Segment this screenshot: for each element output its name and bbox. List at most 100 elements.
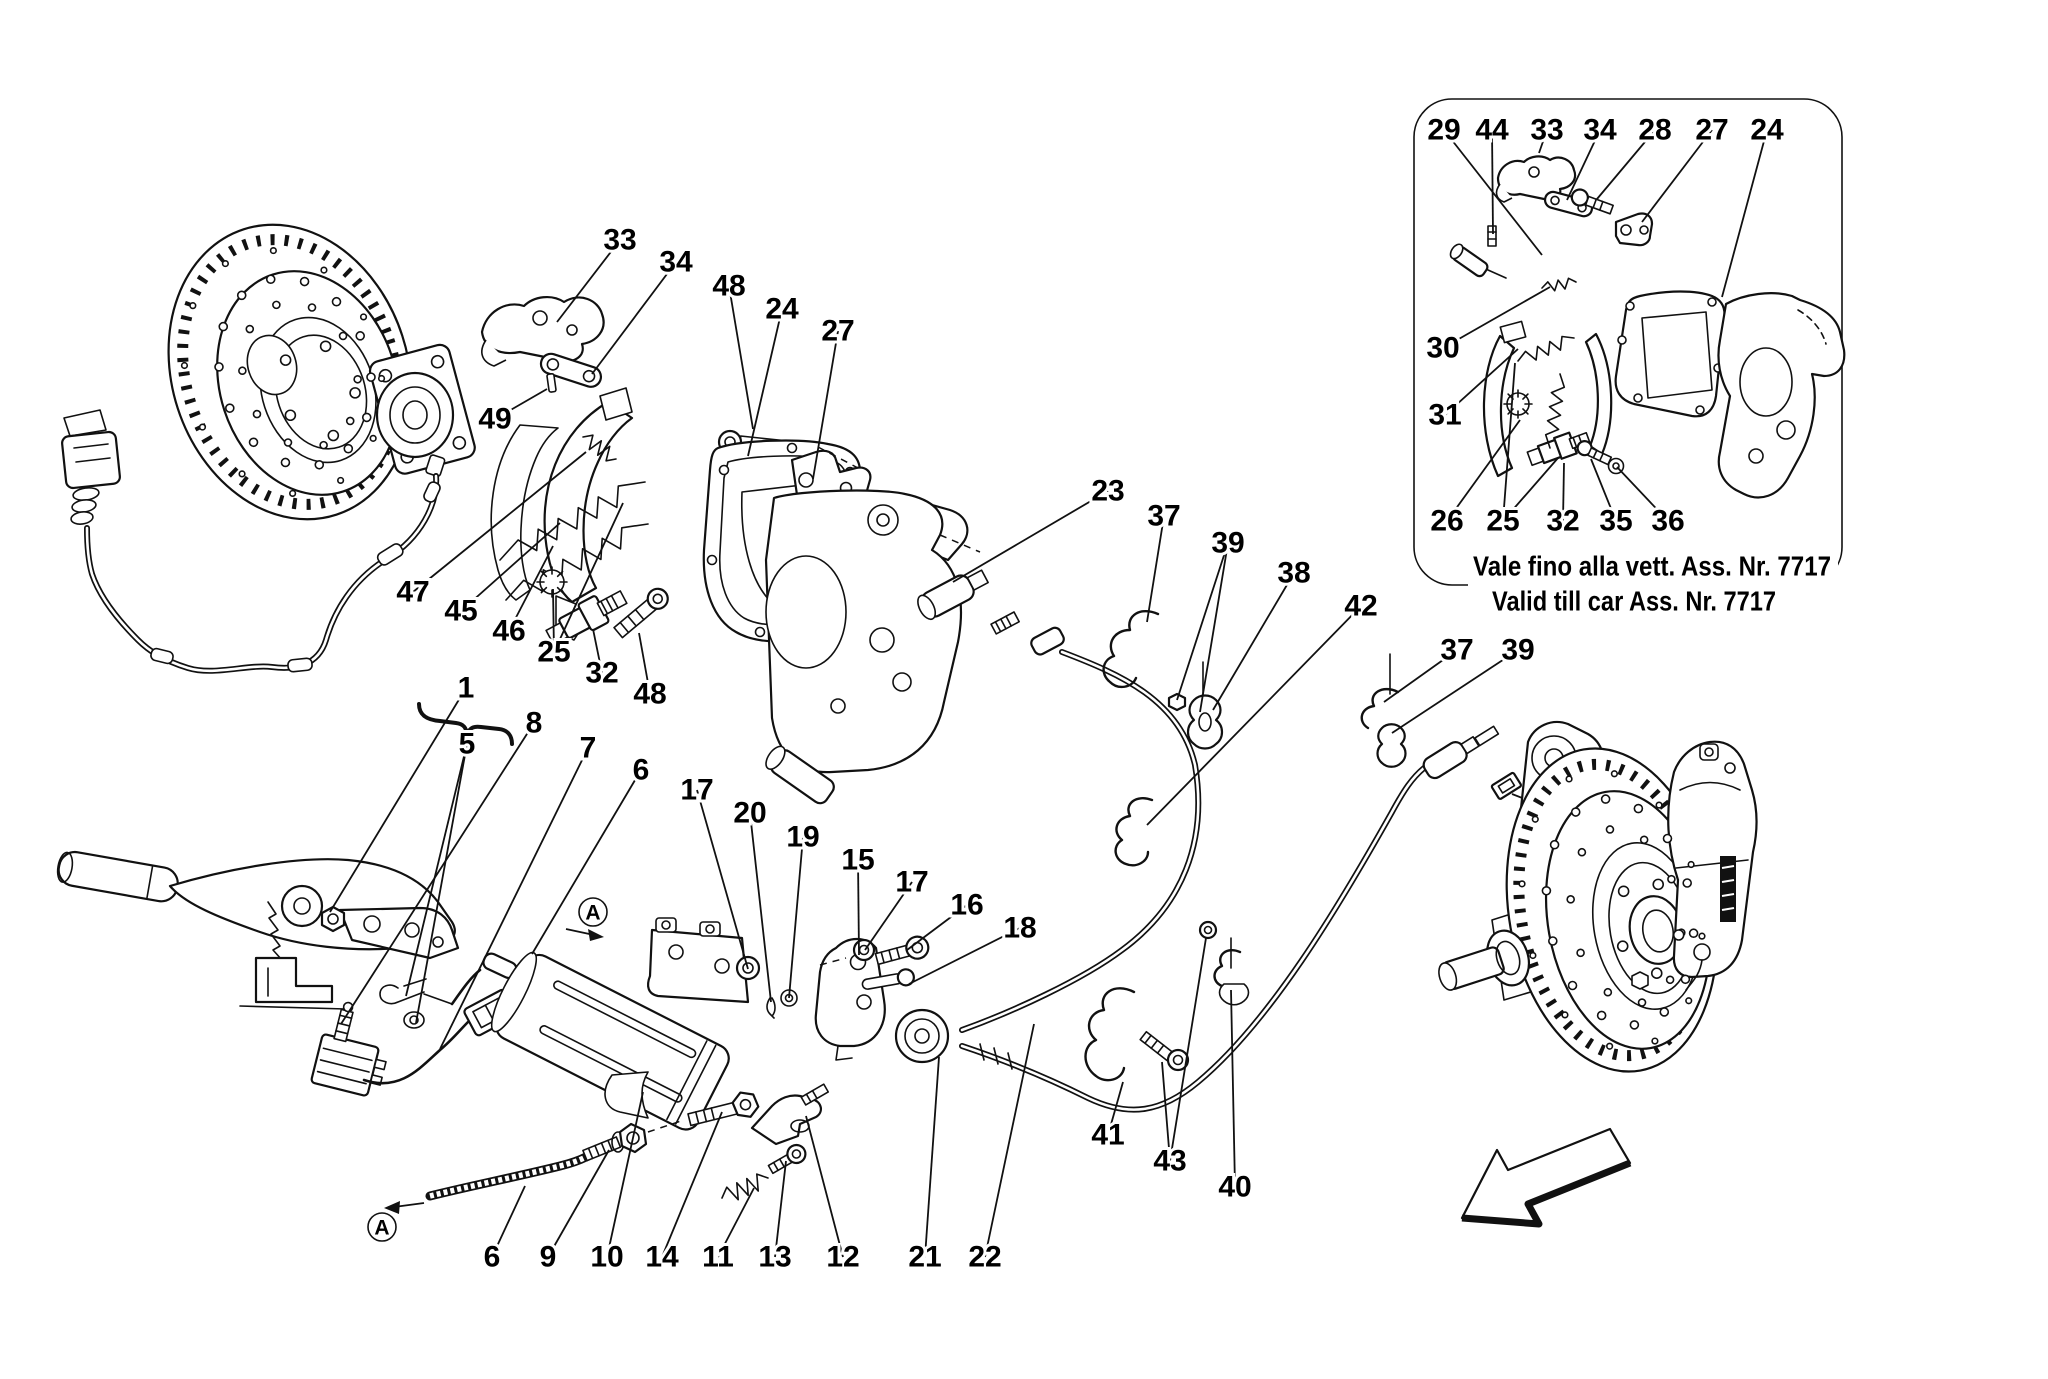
- coil-spring: [1541, 277, 1577, 292]
- leader-6-lower: [491, 1185, 526, 1258]
- rear-brake-disc-assembly-shape: [1631, 971, 1649, 990]
- abs-sensor-connector: [61, 409, 121, 525]
- disc-hole: [272, 300, 281, 310]
- disc-hole: [1577, 847, 1587, 857]
- retaining-clip: [379, 978, 427, 1005]
- banjo-fitting: [1693, 943, 1711, 961]
- disc-hole: [1651, 1037, 1659, 1045]
- disc-hole: [1561, 1011, 1569, 1019]
- disc-hole: [1633, 803, 1644, 814]
- disc-hole: [361, 412, 372, 423]
- hook-40-shape: [1213, 949, 1242, 988]
- bolt-13-shape: [786, 1143, 807, 1165]
- bolt-14-shape: [739, 1098, 752, 1111]
- leader-41: [1107, 1081, 1124, 1136]
- callout-24: 24: [765, 293, 799, 326]
- handbrake-cables-shape: [960, 766, 1426, 1111]
- direction-letter-a2: A: [374, 1217, 389, 1240]
- travel-direction-arrow: [1460, 1127, 1632, 1228]
- leader-1: [329, 687, 467, 913]
- actuator-bracket-plate: [647, 928, 750, 1004]
- disc-hole: [331, 296, 342, 307]
- callout-13: 13: [758, 1241, 791, 1274]
- inset-caption-english: Valid till car Ass. Nr. 7717: [1492, 586, 1776, 617]
- abs-sensor-connector-shape: [70, 511, 94, 525]
- disc-hole: [1531, 815, 1539, 823]
- callout-11: 11: [702, 1241, 734, 1274]
- hook-37-right-shape: [1360, 687, 1400, 730]
- handbrake-actuator-group-shape: [626, 1131, 640, 1145]
- leader-17-left: [696, 789, 749, 970]
- wheel-knuckle: [764, 489, 981, 805]
- leader-48-lower: [638, 632, 651, 695]
- disc-hole: [359, 313, 368, 321]
- disc-hole: [1687, 860, 1695, 869]
- handbrake-cables-shape: [1007, 1052, 1013, 1070]
- callout-6-lower: 6: [484, 1241, 501, 1274]
- leader-5: [415, 743, 468, 1024]
- handbrake-lever-assembly-shape: [327, 913, 339, 925]
- bolt-14-shape: [702, 1109, 708, 1123]
- leader-5: [405, 743, 468, 997]
- callout-33: 33: [603, 224, 636, 257]
- callout-9: 9: [540, 1241, 557, 1274]
- leader-i34: [1566, 129, 1601, 201]
- callout-i26: 26: [1430, 505, 1463, 538]
- handbrake-lever-assembly-shape: [404, 922, 420, 938]
- disc-hole: [1667, 874, 1676, 884]
- disc-hole: [265, 274, 276, 285]
- callout-39-left: 39: [1211, 527, 1244, 560]
- disc-hole: [338, 331, 348, 341]
- inset-backplate-shape: [1641, 311, 1713, 399]
- lever-pin: [546, 372, 557, 393]
- hook-40-shape: [1218, 983, 1250, 1006]
- leader-38: [1212, 572, 1295, 711]
- direction-letter-a1: A: [585, 902, 600, 925]
- callout-47: 47: [396, 576, 429, 609]
- bolt-14-shape: [731, 1091, 760, 1118]
- leader-21: [924, 1056, 940, 1258]
- leader-22: [984, 1023, 1035, 1258]
- handbrake-lever-assembly-shape: [409, 1015, 419, 1025]
- disc-hole: [1603, 987, 1613, 997]
- handbrake-actuator-group-shape-shape: [600, 1142, 607, 1154]
- inset-bolt-35-shape: [1592, 449, 1598, 459]
- callout-19: 19: [786, 821, 819, 854]
- disc-hole: [345, 416, 355, 426]
- disc-hole: [221, 259, 229, 268]
- leader-25: [552, 588, 555, 653]
- handbrake-actuator-group-shape: [714, 958, 730, 974]
- handbrake-actuator-group: [425, 917, 950, 1201]
- callout-23: 23: [1091, 475, 1124, 508]
- bolt-16-shape: [905, 935, 930, 960]
- cable-sheath-end-23-shape-shape: [994, 621, 1002, 633]
- cable-grommet: [376, 543, 404, 566]
- disc-hole: [252, 409, 262, 419]
- handbrake-switch-shape: [373, 1058, 387, 1071]
- disc-hole: [1672, 929, 1685, 941]
- handbrake-actuator-group-shape: [582, 1136, 622, 1162]
- handbrake-actuator-group-shape: [647, 1119, 685, 1133]
- inset-backplate: [1614, 290, 1726, 418]
- actuating-link: [539, 352, 603, 388]
- inset-adjuster-shape: [1572, 436, 1578, 448]
- ratchet-sector: [267, 901, 291, 961]
- cable-grommet: [423, 481, 441, 503]
- leader-11: [717, 1187, 755, 1258]
- disc-hole: [238, 470, 246, 478]
- brake-shoes-assembly-shape: [599, 387, 633, 421]
- leader-48-top: [728, 285, 754, 430]
- cable-clamp: [604, 1071, 649, 1119]
- wheel-hub-flange-shape: [452, 436, 467, 450]
- front-left-brake-disc: [61, 223, 476, 674]
- assembly-brace: [417, 702, 514, 746]
- disc-hole: [1629, 1020, 1640, 1030]
- abs-sensor-connector-shape: [63, 409, 107, 437]
- clevis-pin-18: [861, 968, 915, 990]
- brake-caliper-shape: [1724, 762, 1736, 774]
- disc-hole: [236, 290, 247, 301]
- inset-shoe-right: [1584, 332, 1613, 456]
- actuator-housing-shape: [490, 951, 538, 1033]
- inset-knuckle-shape: [1748, 448, 1764, 464]
- handbrake-lever-assembly-shape: [239, 1005, 347, 1010]
